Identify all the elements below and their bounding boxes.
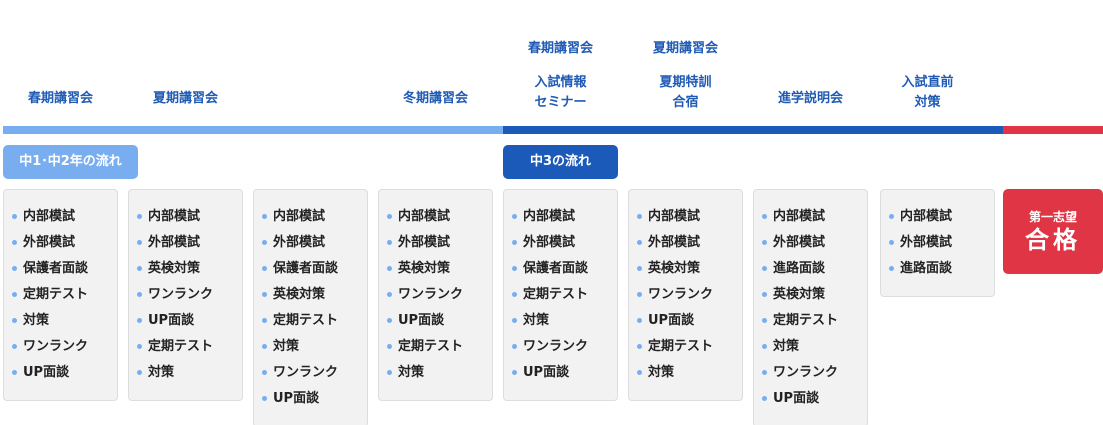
card-item: 保護者面談 [12,256,117,282]
card-item: 外部模試 [637,230,742,256]
event-label-measures: 対策 [914,95,941,110]
event-label-summer: 夏期講習会 [152,91,218,106]
event-label-camp: 合宿 [672,95,699,110]
card-item: 対策 [137,360,242,386]
card-item: UP面談 [12,360,117,386]
card-item: 保護者面談 [512,256,617,282]
timeline-bar-junior [3,126,503,134]
card-item: ワンランク [262,360,367,386]
card-item: 保護者面談 [262,256,367,282]
flow-tag-junior: 中1･中2年の流れ [3,145,138,179]
flow-tag-senior: 中3の流れ [503,145,618,179]
card-7: 内部模試 外部模試 進路面談 英検対策 定期テスト 対策 ワンランク UP面談 [753,189,868,425]
card-item: UP面談 [637,308,742,334]
card-item: 英検対策 [262,282,367,308]
card-item: 内部模試 [262,204,367,230]
card-item: 定期テスト [137,334,242,360]
card-item: 英検対策 [762,282,867,308]
card-item: ワンランク [12,334,117,360]
card-item: 英検対策 [387,256,492,282]
card-item: 内部模試 [12,204,117,230]
timeline-bar-goal [1003,126,1103,134]
event-label-briefing: 進学説明会 [777,91,843,106]
event-label-spring: 春期講習会 [27,91,93,106]
card-item: 外部模試 [262,230,367,256]
card-item: 進路面談 [889,256,994,282]
card-item: 内部模試 [637,204,742,230]
card-item: 定期テスト [512,282,617,308]
card-item: 定期テスト [637,334,742,360]
card-item: 進路面談 [762,256,867,282]
event-label-spring-g3: 春期講習会 [527,41,593,56]
card-item: UP面談 [512,360,617,386]
card-item: 内部模試 [762,204,867,230]
goal-small-text: 第一志望 [1028,210,1077,224]
card-item: ワンランク [637,282,742,308]
card-item: 外部模試 [12,230,117,256]
card-item: 内部模試 [889,204,994,230]
card-item: 対策 [637,360,742,386]
goal-box: 第一志望 合格 [1003,189,1103,274]
card-item: UP面談 [137,308,242,334]
card-item: 定期テスト [12,282,117,308]
card-item: 外部模試 [387,230,492,256]
event-label-exam-info: 入試情報 [534,75,587,90]
card-1: 内部模試 外部模試 保護者面談 定期テスト 対策 ワンランク UP面談 [3,189,118,401]
card-item: 定期テスト [262,308,367,334]
card-item: ワンランク [512,334,617,360]
card-2: 内部模試 外部模試 英検対策 ワンランク UP面談 定期テスト 対策 [128,189,243,401]
card-item: 対策 [512,308,617,334]
timeline-bar-senior [503,126,1003,134]
card-item: 外部模試 [512,230,617,256]
card-item: 対策 [12,308,117,334]
card-item: 内部模試 [512,204,617,230]
event-label-summer-camp: 夏期特訓 [659,75,712,90]
goal-big-text: 合格 [1025,226,1081,254]
card-item: 定期テスト [387,334,492,360]
card-item: 英検対策 [637,256,742,282]
card-item: 対策 [262,334,367,360]
card-item: ワンランク [762,360,867,386]
event-label-seminar: セミナー [534,95,587,110]
card-item: 対策 [762,334,867,360]
card-item: 定期テスト [762,308,867,334]
card-item: 外部模試 [137,230,242,256]
card-6: 内部模試 外部模試 英検対策 ワンランク UP面談 定期テスト 対策 [628,189,743,401]
card-3: 内部模試 外部模試 保護者面談 英検対策 定期テスト 対策 ワンランク UP面談 [253,189,368,425]
card-8: 内部模試 外部模試 進路面談 [880,189,995,297]
card-item: 外部模試 [889,230,994,256]
card-item: UP面談 [762,386,867,412]
card-item: 内部模試 [387,204,492,230]
card-item: 対策 [387,360,492,386]
card-item: UP面談 [387,308,492,334]
card-item: 内部模試 [137,204,242,230]
card-item: UP面談 [262,386,367,412]
event-label-winter: 冬期講習会 [402,91,468,106]
card-item: 英検対策 [137,256,242,282]
event-label-pre-exam: 入試直前 [901,75,954,90]
card-item: ワンランク [387,282,492,308]
event-label-summer-g3: 夏期講習会 [652,41,718,56]
card-item: ワンランク [137,282,242,308]
card-4: 内部模試 外部模試 英検対策 ワンランク UP面談 定期テスト 対策 [378,189,493,401]
card-item: 外部模試 [762,230,867,256]
card-5: 内部模試 外部模試 保護者面談 定期テスト 対策 ワンランク UP面談 [503,189,618,401]
